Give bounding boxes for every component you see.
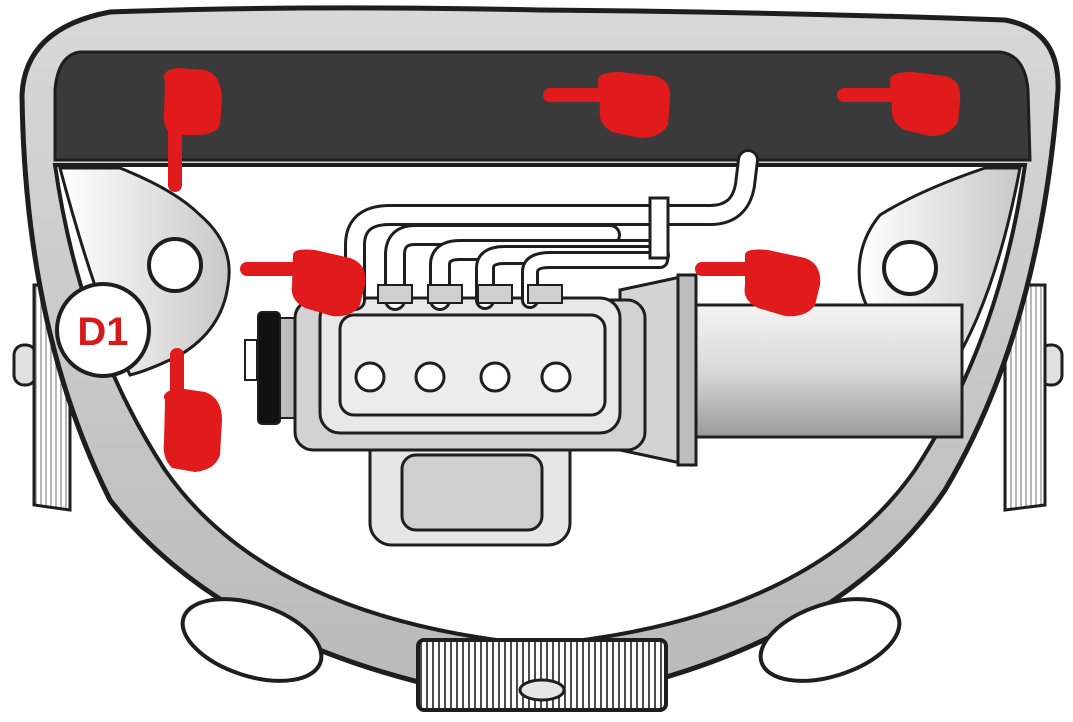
cylinder-1 — [354, 361, 386, 393]
right-strut-hole — [882, 240, 938, 296]
pointer-hand-top-right — [837, 72, 961, 136]
engine-block — [293, 296, 647, 452]
pointer-hand-bottom-left — [163, 348, 222, 472]
grille-badge — [518, 678, 566, 702]
d1-label: D1 — [77, 310, 128, 354]
front-grille — [416, 638, 668, 712]
manifold-port-blocks — [377, 284, 563, 304]
right-fog-light — [758, 597, 902, 683]
intake-runners — [344, 149, 759, 311]
pointer-hand-center-right — [695, 249, 821, 317]
pointer-hand-top-middle — [543, 72, 671, 138]
cylinder-3 — [479, 361, 511, 393]
pointer-hand-top-left — [163, 68, 222, 192]
left-fog-light — [180, 597, 324, 683]
right-side-panel — [1003, 283, 1064, 512]
windscreen-panel — [53, 50, 1032, 162]
cylinder-4 — [540, 361, 572, 393]
cylinder-2 — [414, 361, 446, 393]
pointer-hand-center-left — [240, 249, 366, 317]
pointer-markers — [163, 68, 961, 472]
d1-callout: D1 — [55, 282, 151, 378]
left-strut-hole — [147, 237, 203, 293]
